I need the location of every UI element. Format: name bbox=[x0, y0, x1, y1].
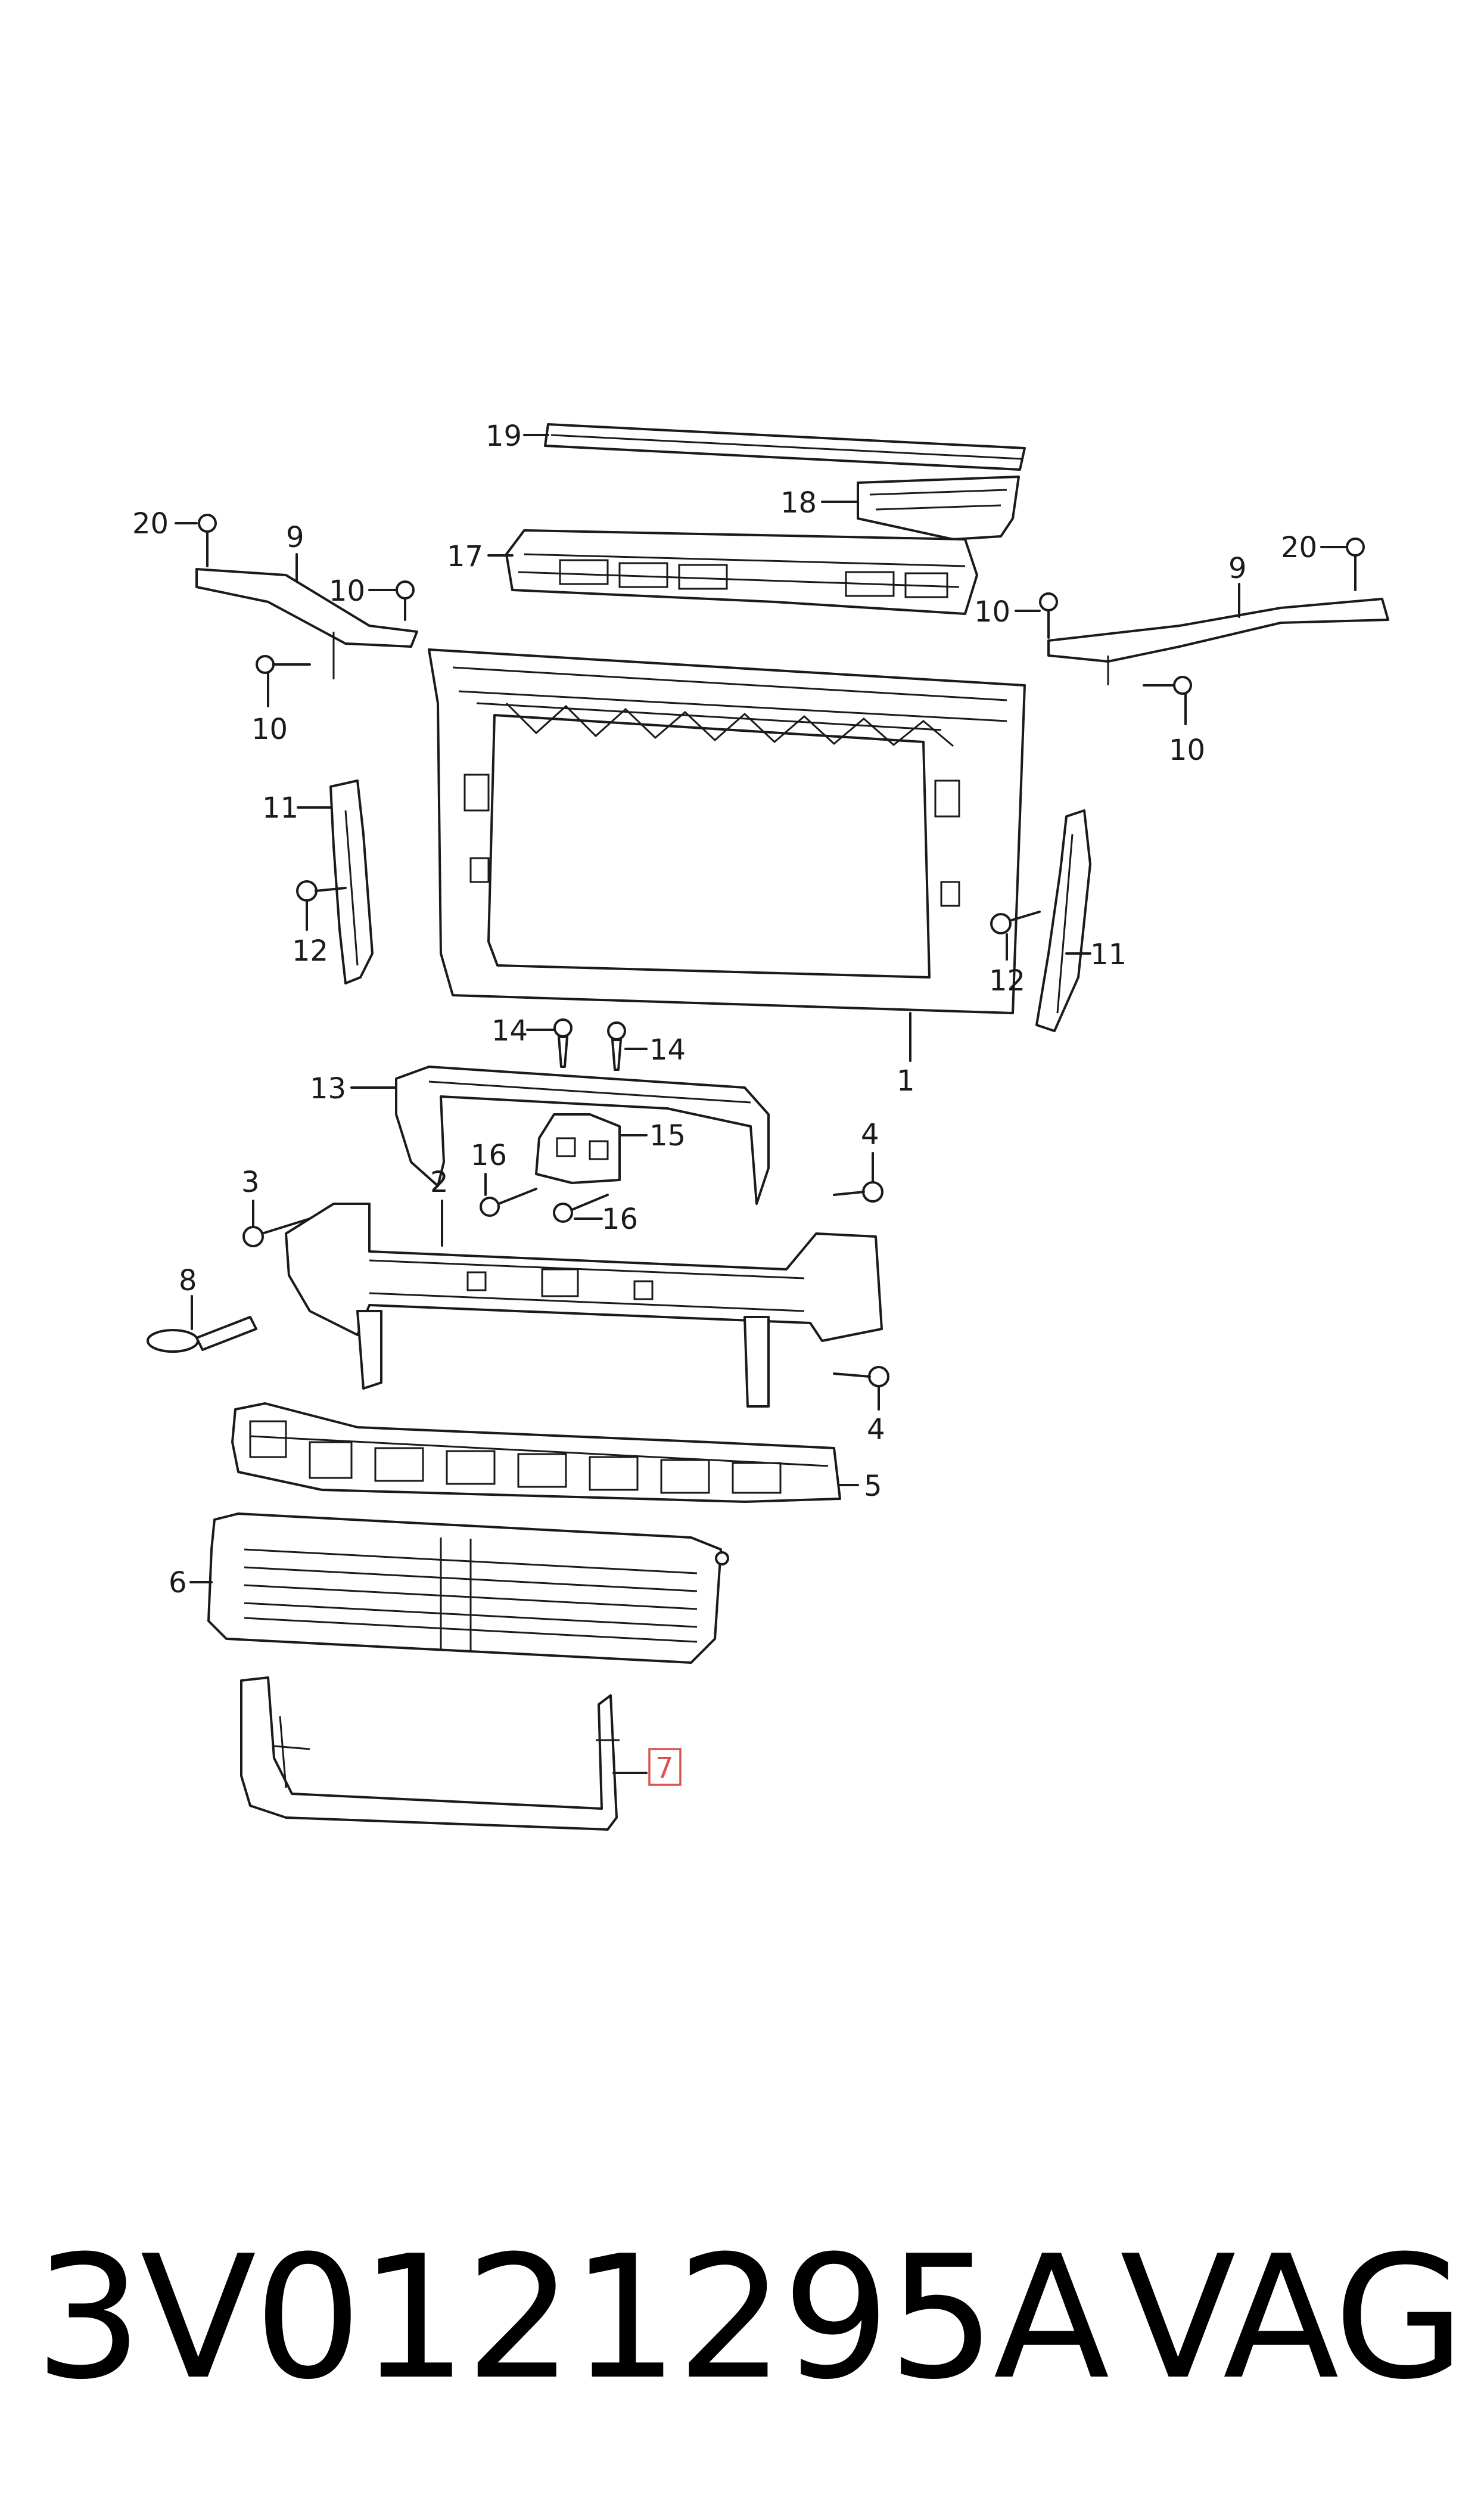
callout-6: 6 bbox=[169, 1566, 187, 1599]
callout-16-right: 16 bbox=[602, 1203, 638, 1236]
part-number-label: 3V0121295A bbox=[35, 2219, 1110, 2417]
callout-18: 18 bbox=[780, 486, 817, 520]
bolt-4-bottom bbox=[833, 1366, 889, 1387]
part-11-right-bracket bbox=[1035, 809, 1091, 1032]
bolt-10-left-bottom bbox=[256, 655, 311, 674]
brand-label: VAG bbox=[1120, 2219, 1466, 2417]
callout-8: 8 bbox=[179, 1264, 197, 1297]
bolt-12-left bbox=[296, 880, 347, 902]
footer: 3V0121295A VAG bbox=[0, 2223, 1484, 2414]
bolt-20-left bbox=[198, 514, 217, 567]
callout-20-right: 20 bbox=[1281, 531, 1317, 564]
bolt-16-right bbox=[553, 1194, 609, 1223]
bolt-4-top bbox=[833, 1181, 883, 1203]
part-6-grille-shutter bbox=[207, 1512, 729, 1664]
callout-11-right: 11 bbox=[1090, 938, 1127, 971]
part-13-upper-crossmember bbox=[395, 1066, 770, 1205]
callout-10-right-top: 10 bbox=[974, 595, 1010, 629]
bolt-10-left-top bbox=[396, 580, 415, 621]
callout-12-right: 12 bbox=[989, 964, 1025, 998]
part-2-bumper-beam bbox=[285, 1203, 883, 1408]
part-19-seal-strip bbox=[544, 423, 1026, 471]
callout-12-left: 12 bbox=[292, 934, 328, 968]
bolt-20-right bbox=[1346, 538, 1365, 591]
part-8-towing-eye bbox=[147, 1316, 257, 1353]
callout-19: 19 bbox=[486, 420, 522, 453]
bolt-10-right-top bbox=[1039, 592, 1058, 639]
callout-10-right-bottom: 10 bbox=[1169, 734, 1205, 767]
callout-14-left: 14 bbox=[491, 1014, 528, 1048]
callout-4-top: 4 bbox=[861, 1118, 879, 1151]
clip-14-left bbox=[553, 1018, 573, 1068]
part-17-upper-duct bbox=[505, 529, 978, 615]
callout-16-left: 16 bbox=[471, 1139, 507, 1172]
bolt-10-right-bottom bbox=[1143, 676, 1192, 695]
part-15-mount-plate bbox=[535, 1113, 621, 1184]
part-7-air-duct bbox=[240, 1676, 620, 1831]
bolt-3 bbox=[242, 1217, 311, 1247]
callout-20-left: 20 bbox=[132, 507, 169, 541]
callout-5: 5 bbox=[864, 1470, 882, 1503]
bolt-12-right bbox=[990, 911, 1041, 934]
callout-1: 1 bbox=[897, 1064, 915, 1098]
callout-9-left: 9 bbox=[286, 521, 304, 554]
part-11-left-bracket bbox=[329, 779, 374, 984]
callout-9-right: 9 bbox=[1228, 552, 1247, 585]
callout-11-left: 11 bbox=[262, 791, 298, 825]
callout-10-left-bottom: 10 bbox=[251, 713, 288, 746]
callout-13: 13 bbox=[310, 1072, 346, 1105]
part-9-right-bracket bbox=[1047, 598, 1389, 685]
callout-2: 2 bbox=[430, 1166, 449, 1199]
callout-4-bottom: 4 bbox=[867, 1413, 885, 1446]
callout-14-right: 14 bbox=[649, 1033, 686, 1067]
bolt-16-left bbox=[480, 1188, 537, 1217]
part-9-left-bracket bbox=[195, 568, 418, 679]
part-18-air-guide bbox=[857, 476, 1020, 541]
callout-15: 15 bbox=[649, 1119, 686, 1153]
callout-7-highlight: 7 bbox=[648, 1748, 682, 1786]
part-1-front-carrier bbox=[428, 648, 1026, 1014]
callout-17: 17 bbox=[447, 540, 483, 573]
part-5-energy-absorber bbox=[231, 1402, 841, 1503]
callout-3: 3 bbox=[241, 1166, 260, 1199]
clip-14-right bbox=[607, 1021, 626, 1071]
callout-7: 7 bbox=[655, 1751, 674, 1785]
callout-10-left-top: 10 bbox=[329, 574, 365, 608]
